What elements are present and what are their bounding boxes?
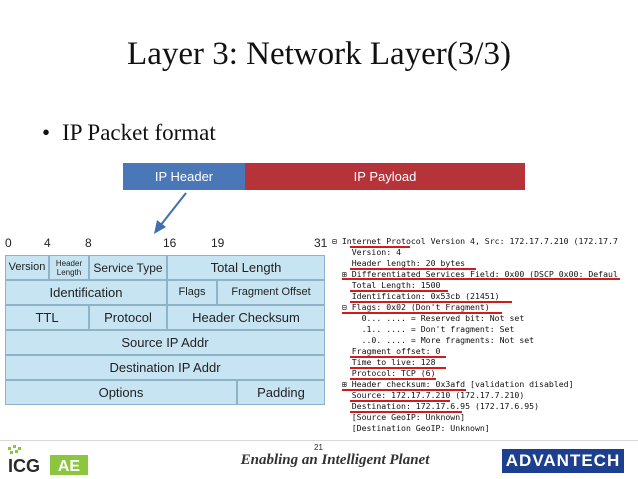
field-header-checksum: Header Checksum xyxy=(167,305,325,330)
capture-line: Identification: 0x53cb (21451) xyxy=(332,291,500,301)
field-flags: Flags xyxy=(167,280,217,305)
bit-position-8: 8 xyxy=(85,236,92,250)
tagline: Enabling an Intelligent Planet xyxy=(240,452,430,468)
capture-line: .1.. .... = Don't fragment: Set xyxy=(332,324,515,334)
bit-position-4: 4 xyxy=(44,236,51,250)
field-total-length: Total Length xyxy=(167,255,325,280)
bullet-item: • IP Packet format xyxy=(42,120,216,146)
field-source-ip: Source IP Addr xyxy=(5,330,325,355)
capture-line: Header length: 20 bytes xyxy=(332,258,466,268)
capture-line: ..0. .... = More fragments: Not set xyxy=(332,335,535,345)
underline xyxy=(350,356,446,358)
bit-position-31: 31 xyxy=(314,236,328,250)
field-header-length: Header Length xyxy=(49,255,89,280)
capture-line: 0... .... = Reserved bit: Not set xyxy=(332,313,525,323)
svg-text:ICG: ICG xyxy=(8,456,40,476)
page-number: 21 xyxy=(314,443,323,452)
underline xyxy=(342,389,466,391)
field-fragment-offset: Fragment Offset xyxy=(217,280,325,305)
bullet-text: IP Packet format xyxy=(62,120,216,145)
bullet-symbol: • xyxy=(42,120,51,145)
bit-position-0: 0 xyxy=(5,236,12,250)
underline xyxy=(342,312,502,314)
capture-line: Version: 4 xyxy=(332,247,402,257)
capture-line: Protocol: TCP (6) xyxy=(332,368,436,378)
underline xyxy=(342,278,620,280)
field-service-type: Service Type xyxy=(89,255,167,280)
capture-line: [Source GeoIP: Unknown] xyxy=(332,412,466,422)
capture-line: ⊟ Flags: 0x02 (Don't Fragment) xyxy=(332,302,490,312)
advantech-logo: ADVANTECH xyxy=(502,449,624,473)
underline xyxy=(350,268,476,270)
underline xyxy=(350,378,436,380)
field-version: Version xyxy=(5,255,49,280)
svg-text:AE: AE xyxy=(58,458,81,475)
field-protocol: Protocol xyxy=(89,305,167,330)
icg-ae-logo: ICG AE xyxy=(8,445,88,476)
capture-line: Fragment offset: 0 xyxy=(332,346,441,356)
underline xyxy=(350,367,446,369)
underline xyxy=(350,411,462,413)
underline xyxy=(350,301,512,303)
ip-header-bar: IP Header xyxy=(123,163,245,190)
footer-divider xyxy=(0,440,638,441)
underline xyxy=(350,290,448,292)
field-options: Options xyxy=(5,380,237,405)
capture-line: Total Length: 1500 xyxy=(332,280,441,290)
capture-line: Source: 172.17.7.210 (172.17.7.210) xyxy=(332,390,525,400)
field-identification: Identification xyxy=(5,280,167,305)
bit-position-16: 16 xyxy=(163,236,177,250)
bit-position-19: 19 xyxy=(211,236,225,250)
capture-line: ⊟ Internet Protocol Version 4, Src: 172.… xyxy=(332,236,618,246)
field-ttl: TTL xyxy=(5,305,89,330)
field-padding: Padding xyxy=(237,380,325,405)
capture-line: [Destination GeoIP: Unknown] xyxy=(332,423,490,432)
ip-payload-bar: IP Payload xyxy=(245,163,525,190)
ip-header-table: Version Header Length Service Type Total… xyxy=(5,255,325,405)
capture-line: ⊞ Differentiated Services Field: 0x00 (D… xyxy=(332,269,618,279)
capture-line: Destination: 172.17.6.95 (172.17.6.95) xyxy=(332,401,540,411)
wireshark-capture-panel: ⊟ Internet Protocol Version 4, Src: 172.… xyxy=(332,236,638,432)
slide-title: Layer 3: Network Layer(3/3) xyxy=(127,36,511,72)
capture-line: ⊞ Header checksum: 0x3afd [validation di… xyxy=(332,379,574,389)
underline xyxy=(350,246,410,248)
capture-line: Time to live: 128 xyxy=(332,357,436,367)
field-destination-ip: Destination IP Addr xyxy=(5,355,325,380)
underline xyxy=(350,400,450,402)
